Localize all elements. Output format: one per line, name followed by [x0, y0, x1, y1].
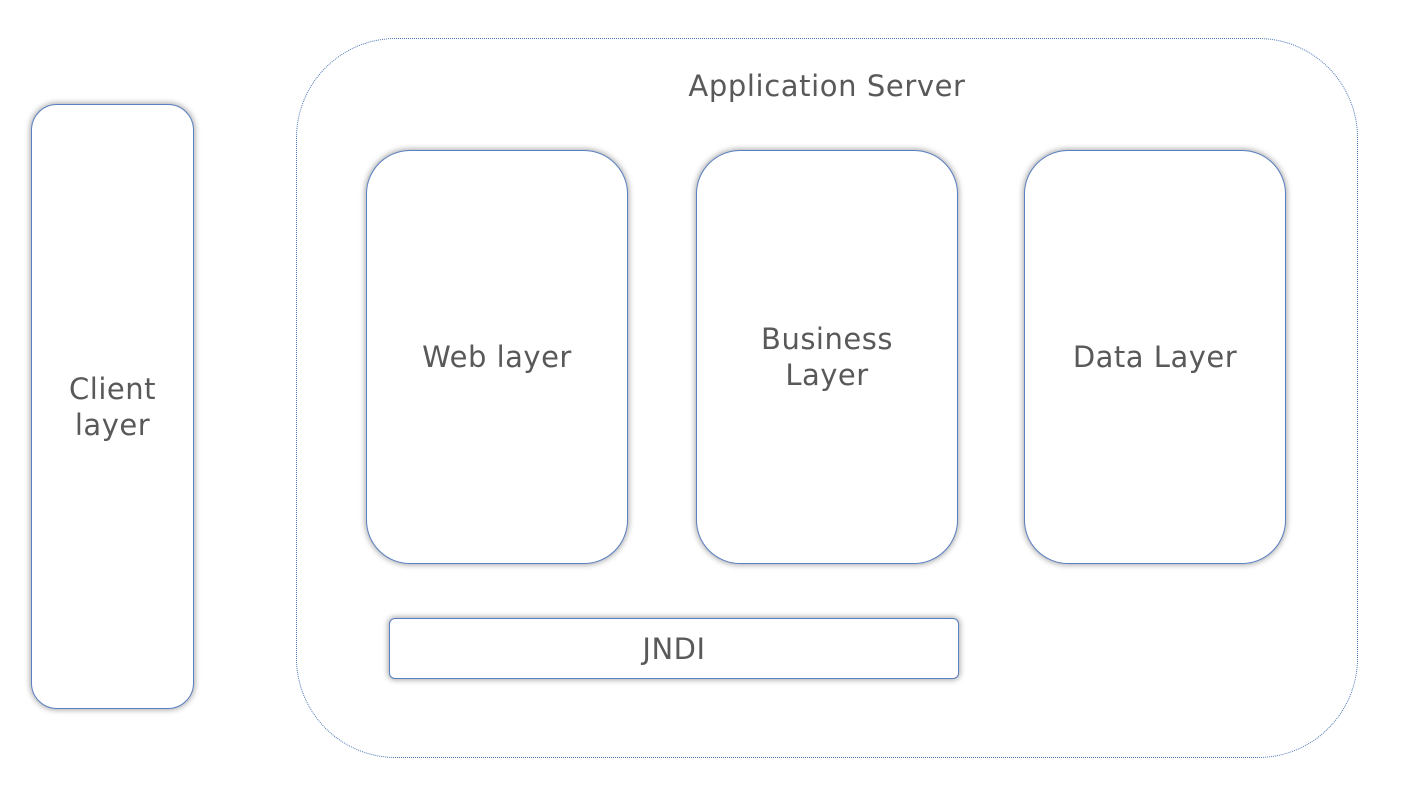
- application-server-title: Application Server: [688, 69, 966, 103]
- web-layer-label: Web layer: [422, 340, 572, 374]
- data-layer-label: Data Layer: [1072, 340, 1238, 374]
- web-layer-box: Web layer: [366, 150, 628, 564]
- jndi-box: JNDI: [389, 618, 959, 679]
- business-layer-box: Business Layer: [696, 150, 958, 564]
- client-layer-box: Client layer: [31, 104, 194, 709]
- business-layer-label: Business Layer: [761, 322, 893, 392]
- jndi-label: JNDI: [642, 631, 706, 666]
- application-server-container: [296, 38, 1358, 758]
- data-layer-box: Data Layer: [1024, 150, 1286, 564]
- client-layer-label: Client layer: [69, 371, 156, 442]
